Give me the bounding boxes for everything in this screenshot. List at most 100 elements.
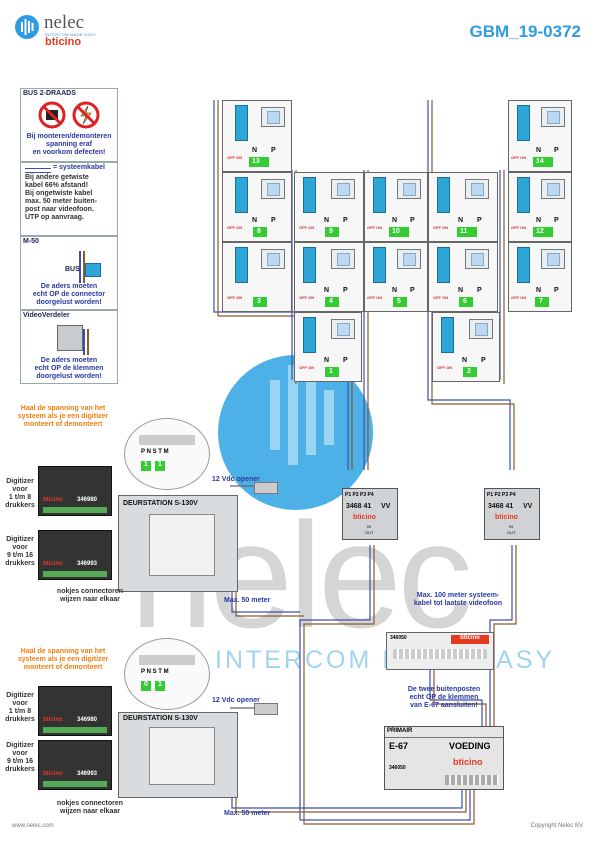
label-line: Digitizer: [6, 478, 34, 485]
dip-label: N: [146, 669, 151, 675]
port-p3: P3: [502, 492, 509, 498]
address-box: 5: [393, 297, 407, 307]
switch-label: OFF ON: [227, 225, 243, 230]
footer-website[interactable]: www.nelec.com: [12, 823, 54, 829]
dip-value: 1: [141, 461, 151, 471]
station2-digitizer2-label: Digitizer voor 9 t/m 16 drukkers: [4, 742, 36, 774]
port-p4: P4: [509, 492, 516, 498]
terminal-block-icon: [235, 177, 248, 213]
n-label: N: [324, 287, 330, 294]
station1-dip-switch: P N S T M 1 1: [124, 418, 210, 490]
station2-opener-label: 12 Vdc opener: [212, 697, 260, 704]
bus-warning-line-1: Bij monteren/demonteren: [26, 133, 112, 140]
label-line: Digitizer: [6, 692, 34, 699]
label-line: 1 t/m 8: [8, 494, 32, 501]
monitor-unit-2: N P OFF ON 2: [432, 312, 500, 382]
dip-label: N: [146, 449, 151, 455]
digitizer-brand: bticino: [43, 561, 63, 567]
m50-bus-label: BUS: [65, 266, 80, 273]
address-box: 10: [389, 227, 409, 237]
station2-dip-switch: P N S T M 0 1: [124, 638, 210, 710]
station1-nokjes-note: nokjes connectoren wijzen naar elkaar: [40, 588, 140, 604]
terminal-block-icon: [373, 177, 386, 213]
videoverdeler-line-1: De aders moeten: [40, 357, 98, 364]
nelec-logo: nelec INTERCOM MADE EASY bticino: [14, 12, 114, 48]
system-cable-symbol: [25, 168, 51, 173]
bus-warning-line-2: spanning eraf: [46, 141, 92, 148]
m50-line-2: echt OP de connector: [32, 291, 106, 298]
n-label: N: [536, 217, 542, 224]
switch-label: OFF ON: [511, 295, 527, 300]
n-label: N: [392, 217, 398, 224]
note-line: Haal de spanning van het: [20, 648, 106, 655]
primair-label: PRIMAIR: [387, 728, 413, 734]
videoverdeler-panel: VideoVerdeler De aders moeten echt OP de…: [20, 310, 118, 384]
watermark-bars-icon: [270, 365, 334, 465]
dip-label: M: [163, 449, 169, 455]
label-line: 1 t/m 8: [8, 708, 32, 715]
monitor-screen-icon: [397, 179, 421, 199]
monitor-unit-5: N P OFF ON 5: [364, 242, 428, 312]
monitor-unit-7: N P OFF ON 7: [508, 242, 572, 312]
digitizer-brand: bticino: [43, 771, 63, 777]
digitizer-code: 346993: [77, 561, 98, 567]
note-line: Haal de spanning van het: [20, 405, 106, 412]
station1-door-station: DEURSTATION S-130V: [118, 495, 238, 592]
watermark-tagline: INTERCOM MADE EASY: [215, 646, 556, 674]
monitor-unit-13: N P OFF ON 13: [222, 100, 292, 172]
station2-digitizer1-label: Digitizer voor 1 t/m 8 drukkers: [4, 692, 36, 724]
note-line: De twee buitenposten: [407, 686, 481, 693]
station1-digitizer1-label: Digitizer voor 1 t/m 8 drukkers: [4, 478, 36, 510]
monitor-screen-icon: [541, 107, 565, 127]
address-number: 12: [536, 228, 544, 235]
monitor-screen-icon: [465, 179, 489, 199]
address-number: 6: [463, 298, 467, 305]
switch-label: OFF ON: [227, 295, 243, 300]
station1-spanning-note: Haal de spanning van het systeem als je …: [8, 405, 118, 429]
label-line: drukkers: [5, 560, 35, 567]
terminal-block-icon: [235, 105, 248, 141]
label-line: drukkers: [5, 716, 35, 723]
in-label: IN: [367, 524, 371, 529]
door-opener-icon: [254, 482, 278, 494]
p-label: P: [481, 357, 486, 364]
monitor-unit-12: N P OFF ON 12: [508, 172, 572, 242]
station-name: DEURSTATION S-130V: [123, 715, 198, 722]
terminal-block-icon: [235, 247, 248, 283]
module-brand: bticino: [451, 635, 489, 644]
terminal-block-icon: [517, 247, 530, 283]
switch-label: OFF ON: [299, 295, 315, 300]
no-power-icon: [38, 101, 100, 129]
bus-warning-line-3: en voorkom defecten!: [32, 149, 106, 156]
label-line: Digitizer: [6, 536, 34, 543]
address-box: 4: [325, 297, 339, 307]
digitizer-brand: bticino: [43, 497, 63, 503]
monitor-screen-icon: [465, 249, 489, 269]
note-line: echt OP de klemmen: [409, 694, 479, 701]
switch-label: OFF ON: [367, 225, 383, 230]
module-346050: 346050 bticino: [386, 632, 494, 670]
distributor-brand: bticino: [353, 514, 376, 521]
p-label: P: [343, 217, 348, 224]
p-label: P: [410, 287, 415, 294]
dip-value: 1: [155, 461, 165, 471]
m50-wire-brown: [83, 251, 85, 283]
partner-logo: bticino: [45, 36, 82, 48]
brand-tagline: INTERCOM MADE EASY: [45, 32, 97, 37]
videoverdeler-title: VideoVerdeler: [23, 312, 70, 319]
label-line: voor: [12, 486, 28, 493]
distributor-left: P1 P2 P3 P4 3468 41 VV bticino IN OUT: [342, 488, 398, 540]
monitor-unit-14: N P OFF ON 14: [508, 100, 572, 172]
monitor-screen-icon: [261, 249, 285, 269]
note-line: wijzen naar elkaar: [60, 808, 120, 815]
note-line: monteert of demonteert: [23, 421, 103, 428]
port-p3: P3: [360, 492, 367, 498]
monitor-unit-4: N P OFF ON 4: [294, 242, 364, 312]
station2-digitizer-1: bticino 346980: [38, 686, 112, 736]
terminal-block-icon: [437, 247, 450, 283]
n-label: N: [252, 147, 258, 154]
address-number: 4: [329, 298, 333, 305]
n-label: N: [324, 217, 330, 224]
address-box: 12: [533, 227, 553, 237]
terminal-block-icon: [517, 105, 530, 141]
